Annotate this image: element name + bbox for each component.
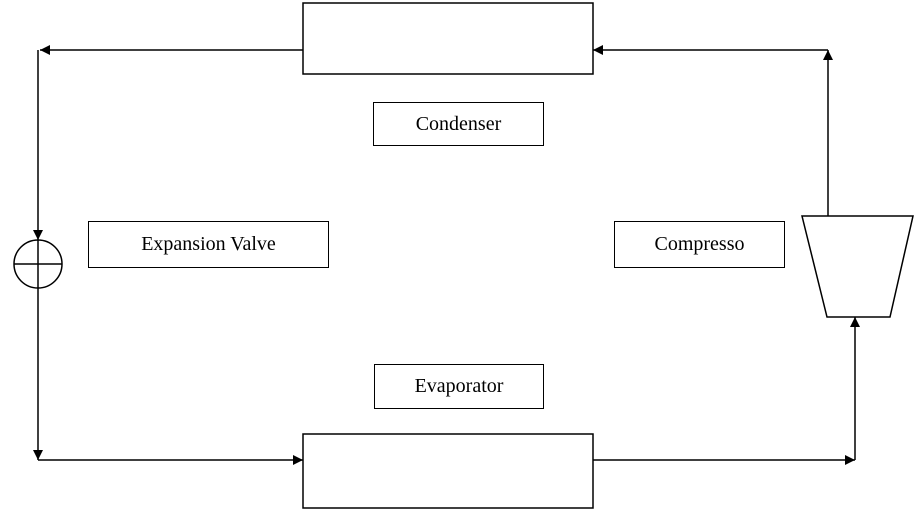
evaporator-block	[302, 433, 594, 509]
compressor-symbol	[801, 215, 914, 318]
condenser-block	[302, 2, 594, 75]
compressor-label: Compresso	[614, 221, 785, 268]
condenser-label: Condenser	[373, 102, 544, 146]
expansion-valve-symbol	[13, 239, 63, 289]
expansion-valve-label: Expansion Valve	[88, 221, 329, 268]
evaporator-label: Evaporator	[374, 364, 544, 409]
